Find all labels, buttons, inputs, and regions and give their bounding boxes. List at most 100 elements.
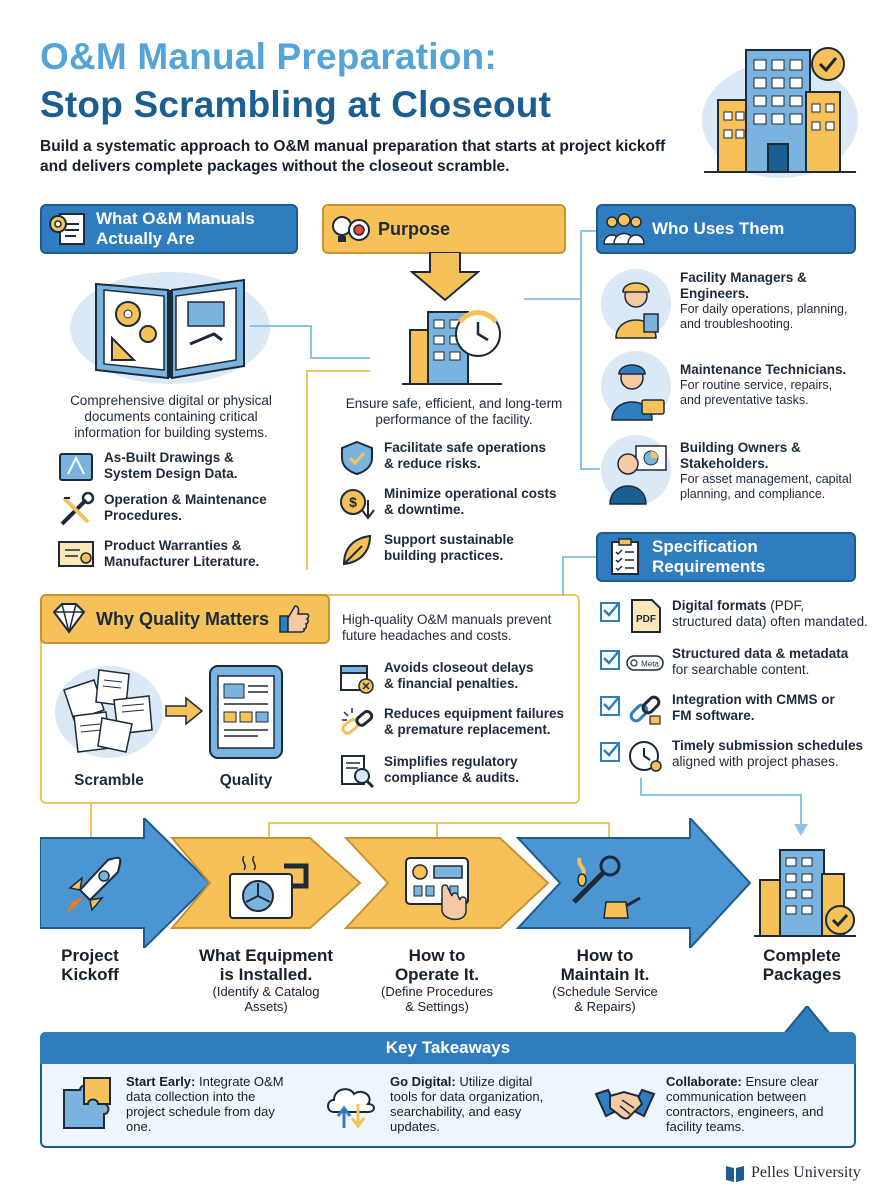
- procedures-label-line1: Operation & Maintenance: [104, 492, 267, 507]
- spec-digital-rest1: (PDF,: [766, 598, 805, 613]
- spec-item-integration: Integration with CMMS or FM software.: [598, 692, 835, 728]
- right-arrow-icon: [165, 696, 204, 726]
- takeaway-start-early: Start Early: Integrate O&M data collecti…: [58, 1074, 308, 1134]
- costs-label-line1: Minimize operational costs: [384, 486, 557, 501]
- step-operate-line2: Operate It.: [394, 965, 480, 984]
- spec-schedules-bold: Timely submission schedules: [672, 738, 864, 753]
- down-arrow-icon: [410, 252, 480, 302]
- go-digital-text3: searchability, and easy: [390, 1104, 522, 1119]
- what-are-item-warranties: Product Warranties & Manufacturer Litera…: [56, 538, 259, 572]
- compliance-label-line2: compliance & audits.: [384, 770, 520, 785]
- step-operate-sub1: (Define Procedures: [381, 984, 493, 999]
- step-equipment-line2: is Installed.: [219, 965, 313, 984]
- spec-metadata-bold: Structured data & metadata: [672, 646, 849, 661]
- who-uses-header: Who Uses Them: [596, 204, 856, 254]
- page-title-line1: O&M Manual Preparation:: [40, 36, 497, 77]
- what-are-header: What O&M Manuals Actually Are: [40, 204, 298, 254]
- delays-label-line1: Avoids closeout delays: [384, 660, 534, 675]
- purpose-title: Purpose: [378, 218, 451, 239]
- step-kickoff-line2: Kickoff: [61, 965, 119, 984]
- wrench-oilcan-icon: [572, 855, 641, 919]
- user-desc-line2: planning, and compliance.: [680, 487, 826, 501]
- spec-digital-rest2: structured data) often mandated.: [672, 614, 868, 629]
- spec-digital-bold: Digital formats: [672, 598, 767, 613]
- step-sub-operate: (Define Procedures & Settings): [362, 984, 512, 1014]
- failures-label-line1: Reduces equipment failures: [384, 706, 565, 721]
- step-label-equipment: What Equipment is Installed.: [186, 946, 346, 984]
- step-operate-line1: How to: [408, 946, 466, 965]
- tablet-icon: [209, 665, 283, 759]
- purpose-item-safety: Facilitate safe operations & reduce risk…: [338, 440, 546, 476]
- quality-title: Why Quality Matters: [96, 608, 270, 629]
- start-early-text3: project schedule from day: [126, 1104, 275, 1119]
- spec-metadata-rest2: for searchable content.: [672, 662, 810, 677]
- spec-schedules-rest2: aligned with project phases.: [672, 754, 839, 769]
- book-logo-icon: [726, 1166, 744, 1182]
- step-label-operate: How to Operate It.: [362, 946, 512, 984]
- user-name-line2: Engineers.: [680, 286, 750, 301]
- user-desc-line2: and preventative tasks.: [680, 393, 809, 407]
- leaf-icon: [342, 534, 372, 566]
- checkbox-icon: [600, 696, 620, 716]
- purpose-header: Purpose: [322, 204, 566, 254]
- quality-item-delays: Avoids closeout delays & financial penal…: [338, 660, 534, 696]
- certificate-icon: [58, 541, 94, 567]
- purpose-item-costs: $ Minimize operational costs & downtime.: [338, 486, 557, 522]
- svg-text:$: $: [349, 494, 357, 510]
- checkbox-icon: [600, 602, 620, 622]
- step-label-complete: Complete Packages: [742, 946, 862, 984]
- start-early-text2: data collection into the: [126, 1089, 256, 1104]
- user-name-line1: Building Owners &: [680, 440, 801, 455]
- takeaway-go-digital: Go Digital: Utilize digital tools for da…: [322, 1074, 582, 1134]
- quality-label: Quality: [219, 772, 273, 789]
- safety-label-line2: & reduce risks.: [384, 456, 481, 471]
- go-digital-text2: tools for data organization,: [390, 1089, 544, 1104]
- diamond-icon: [52, 603, 86, 634]
- warranties-label-line2: Manufacturer Literature.: [104, 554, 260, 569]
- building-clock-icon: [402, 310, 502, 385]
- spec-integration-bold: Integration with CMMS or: [672, 692, 835, 707]
- spec-item-schedules: Timely submission schedules aligned with…: [598, 738, 863, 774]
- collaborate-text1: Ensure clear: [741, 1074, 819, 1089]
- meta-tag: Meta: [641, 660, 659, 669]
- collaborate-text3: contractors, engineers, and: [666, 1104, 824, 1119]
- spec-item-digital: PDF Digital formats (PDF, structured dat…: [598, 598, 868, 634]
- spec-title-line2: Requirements: [652, 557, 766, 576]
- metadata-search-icon: Meta: [626, 655, 664, 671]
- clock-gear-icon: [629, 741, 662, 772]
- who-uses-title: Who Uses Them: [652, 219, 785, 238]
- go-digital-bold: Go Digital:: [390, 1074, 456, 1089]
- go-digital-text1: Utilize digital: [455, 1074, 533, 1089]
- process-chevrons: [40, 818, 752, 948]
- quality-intro: High-quality O&M manuals prevent future …: [342, 612, 551, 644]
- user-desc-line1: For asset management, capital: [680, 472, 852, 486]
- what-are-title-line1: What O&M Manuals: [96, 209, 255, 228]
- thumbs-up-icon: [279, 605, 310, 633]
- step-arrow-kickoff: [40, 818, 212, 948]
- checkbox-icon: [600, 650, 620, 670]
- step-equipment-line1: What Equipment: [198, 946, 334, 965]
- warranties-label-line1: Product Warranties &: [104, 538, 242, 553]
- user-desc-line2: and troubleshooting.: [680, 317, 794, 331]
- owner-avatar-icon: [601, 435, 671, 505]
- step-arrow-maintain: [515, 818, 752, 948]
- document-search-icon: [341, 755, 375, 789]
- step-maintain-line1: How to: [576, 946, 634, 965]
- building-check-icon: [702, 47, 858, 178]
- shield-check-icon: [341, 440, 373, 476]
- scramble-label: Scramble: [74, 772, 144, 789]
- start-early-text4: one.: [126, 1119, 152, 1134]
- start-early-bold: Start Early:: [126, 1074, 196, 1089]
- step-maintain-sub2: & Repairs): [574, 999, 636, 1014]
- puzzle-icon: [63, 1077, 111, 1129]
- sustainable-label-line2: building practices.: [384, 548, 504, 563]
- start-early-text1: Integrate O&M: [195, 1074, 284, 1089]
- step-sub-equipment: (Identify & Catalog Assets): [186, 984, 346, 1014]
- collaborate-text4: facility teams.: [666, 1119, 745, 1134]
- spec-item-metadata: Meta Structured data & metadata for sear…: [598, 646, 848, 682]
- step-kickoff-line1: Project: [61, 946, 119, 965]
- spec-integration-rest2: FM software.: [672, 708, 755, 723]
- broken-chain-icon: [341, 708, 374, 735]
- handshake-icon: [594, 1088, 656, 1120]
- costs-label-line2: & downtime.: [384, 502, 465, 517]
